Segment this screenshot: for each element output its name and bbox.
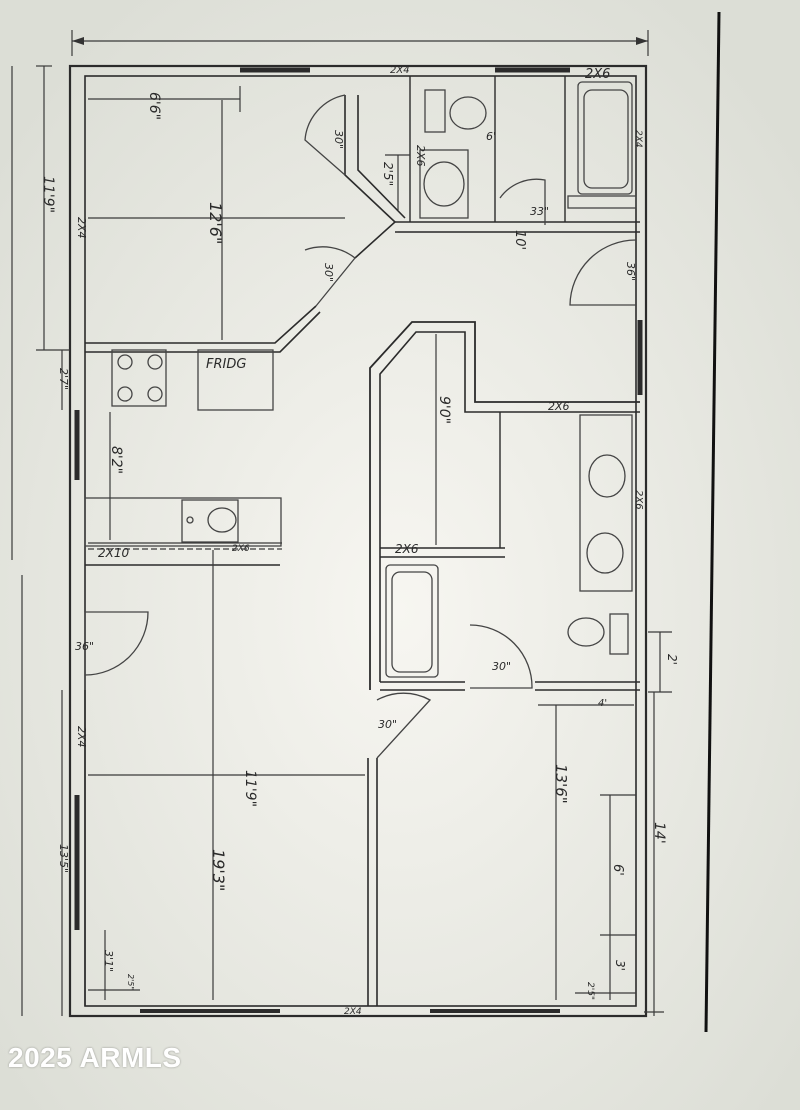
label-30-bed2: 30" bbox=[492, 660, 511, 673]
label-4: 4' bbox=[598, 698, 607, 709]
label-2x6-counter: 2X6 bbox=[232, 544, 250, 554]
label-2-5-left: 2'5" bbox=[126, 974, 135, 990]
label-36-entry: 36" bbox=[75, 640, 94, 653]
left-dimension-lines bbox=[11, 65, 70, 1016]
label-2: 2' bbox=[665, 654, 679, 665]
label-30-door: 30" bbox=[378, 718, 397, 731]
right-dimension-lines bbox=[644, 631, 672, 1016]
label-6-bath: 6' bbox=[486, 130, 496, 143]
exterior-walls bbox=[68, 64, 648, 1018]
label-19-3: 19'3" bbox=[209, 849, 228, 891]
label-11-9-lower: 11'9" bbox=[242, 770, 258, 807]
label-3-right: 3' bbox=[613, 960, 627, 971]
label-bottom-2x4: 2X4 bbox=[344, 1007, 362, 1017]
label-2x4-lower: 2X4 bbox=[75, 726, 88, 748]
label-2x6-mid: 2X6 bbox=[548, 400, 570, 413]
label-30-hall: 30" bbox=[322, 263, 335, 282]
label-2x4-right: 2X4 bbox=[633, 130, 643, 148]
kitchen-fixtures bbox=[84, 349, 282, 550]
bathroom-fixtures bbox=[385, 81, 637, 678]
label-2-7: 2'7" bbox=[57, 368, 70, 390]
label-6-lower: 6' bbox=[610, 864, 625, 876]
interior-dimension-lines bbox=[88, 86, 636, 1000]
label-6-6: 6'6" bbox=[146, 92, 162, 120]
interior-walls bbox=[84, 76, 640, 1006]
label-14: 14' bbox=[651, 822, 667, 844]
label-10: 10' bbox=[512, 230, 527, 250]
label-2x4-left: 2X4 bbox=[75, 217, 88, 239]
label-13-6: 13'6" bbox=[552, 764, 570, 804]
label-2x6-vertical: 2X6 bbox=[414, 145, 427, 167]
label-top-2x6: 2X6 bbox=[585, 67, 610, 82]
label-3-1-left: 3'1" bbox=[102, 950, 115, 972]
label-2-5-right: 2'5" bbox=[585, 982, 595, 1000]
label-11-9-left: 11'9" bbox=[40, 176, 56, 213]
watermark-text: 2025 ARMLS bbox=[8, 1042, 182, 1073]
label-2x6-tub: 2X6 bbox=[395, 542, 419, 556]
label-13-5: 13'5" bbox=[57, 844, 70, 873]
label-8-2: 8'2" bbox=[108, 446, 124, 474]
label-2x6-right-vertical: 2X6 bbox=[633, 490, 644, 510]
label-33-bath: 33" bbox=[530, 205, 549, 218]
label-closet-30: 30" bbox=[332, 130, 345, 149]
label-fridge: FRIDG bbox=[206, 357, 246, 372]
photo-edge-line bbox=[704, 11, 721, 1033]
door-swings bbox=[84, 94, 637, 759]
label-12-6: 12'6" bbox=[206, 202, 225, 244]
top-dimension-line bbox=[71, 30, 649, 56]
label-2-5: 2'5" bbox=[381, 162, 395, 186]
label-9-0: 9'0" bbox=[436, 396, 452, 424]
label-2x10: 2X10 bbox=[98, 546, 129, 560]
label-top-2x4: 2X4 bbox=[390, 65, 410, 76]
label-36-right: 36" bbox=[624, 262, 637, 281]
